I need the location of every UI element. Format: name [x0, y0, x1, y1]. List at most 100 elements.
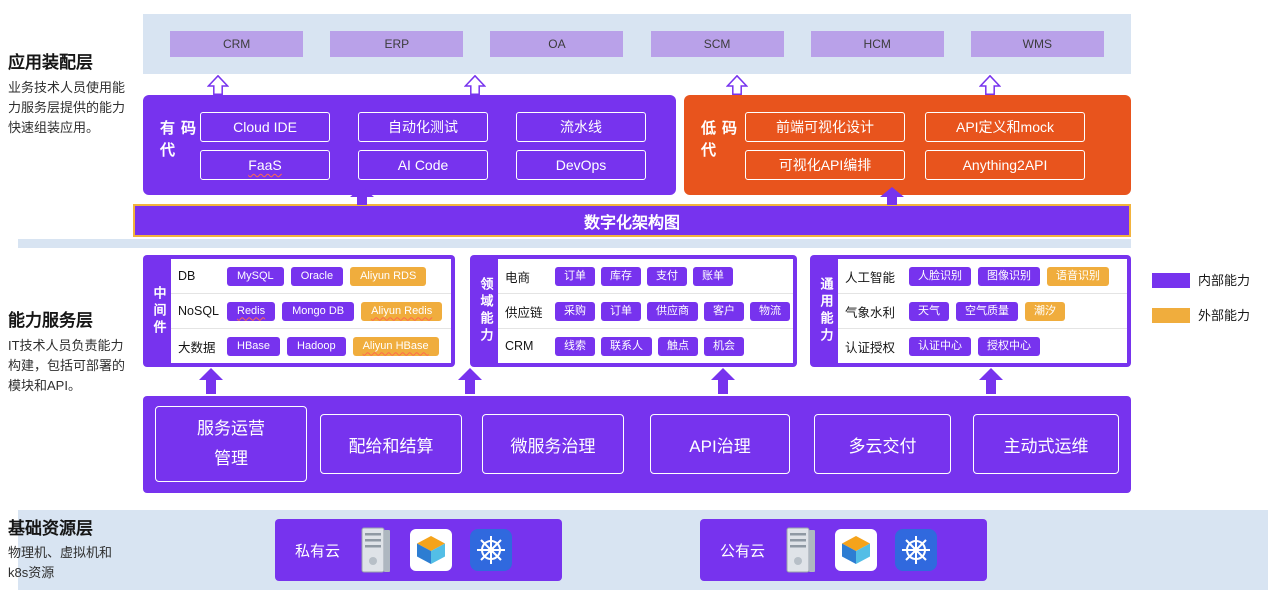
domain-row-supplychain: 供应链 采购 订单 供应商 客户 物流 — [498, 294, 793, 329]
pro-code-item: 自动化测试 — [358, 112, 488, 142]
capability-tag: 天气 — [909, 301, 949, 321]
capability-tag: 联系人 — [601, 336, 652, 356]
capability-tag: 线索 — [555, 336, 595, 356]
general-row-auth: 认证授权 认证中心 授权中心 — [838, 329, 1127, 363]
capability-tag: 物流 — [750, 301, 790, 321]
capability-tag: 采购 — [555, 301, 595, 321]
public-cloud-box: 公有云 — [700, 519, 987, 581]
row-name: 大数据 — [178, 340, 216, 355]
middleware-row-nosql: NoSQL Redis Mongo DB Aliyun Redis — [171, 294, 451, 329]
legend-external-swatch — [1152, 308, 1190, 323]
service-band: 服务运营管理 配给和结算 微服务治理 API治理 多云交付 主动式运维 — [143, 396, 1131, 493]
capability-tag: 空气质量 — [956, 301, 1018, 321]
capability-tag: MySQL — [227, 266, 284, 286]
capability-layer-title: 能力服务层 — [8, 311, 93, 330]
capability-tag: 订单 — [601, 301, 641, 321]
capability-tag: 潮汐 — [1025, 301, 1065, 321]
app-box-crm: CRM — [170, 31, 304, 57]
app-box-scm: SCM — [650, 31, 784, 57]
service-box: 服务运营管理 — [155, 406, 307, 482]
row-name: 气象水利 — [845, 305, 896, 320]
row-name: DB — [178, 269, 196, 283]
up-arrow-icon — [979, 368, 1003, 394]
app-layer-desc: 业务技术人员使用能力服务层提供的能力快速组装应用。 — [8, 80, 126, 136]
row-name: 电商 — [505, 270, 531, 285]
row-name: 认证授权 — [845, 340, 896, 355]
domain-row-crm: CRM 线索 联系人 触点 机会 — [498, 329, 793, 363]
capability-tag: 图像识别 — [978, 266, 1040, 286]
up-arrow-icon — [464, 75, 486, 95]
low-code-box: 低代码 前端可视化设计 API定义和mock 可视化API编排 Anything… — [684, 95, 1131, 195]
row-name: 供应链 — [505, 305, 543, 320]
app-box-hcm: HCM — [810, 31, 944, 57]
capability-tag: Hadoop — [287, 336, 346, 356]
app-layer-title: 应用装配层 — [8, 53, 93, 72]
capability-tag: 语音识别 — [1047, 266, 1109, 286]
resource-layer-desc: 物理机、虚拟机和k8s资源 — [8, 545, 113, 581]
service-box: 配给和结算 — [320, 414, 462, 474]
middleware-row-bigdata: 大数据 HBase Hadoop Aliyun HBase — [171, 329, 451, 363]
architecture-banner: 数字化架构图 — [133, 204, 1131, 237]
capability-tag: Aliyun HBase — [352, 336, 439, 356]
server-icon — [361, 527, 391, 573]
pro-code-item: 流水线 — [516, 112, 646, 142]
up-arrow-icon — [979, 75, 1001, 95]
up-arrow-icon — [880, 187, 904, 205]
capability-tag: 订单 — [555, 266, 595, 286]
legend-external-label: 外部能力 — [1198, 308, 1251, 323]
private-cloud-label: 私有云 — [295, 542, 341, 560]
general-row-ai: 人工智能 人脸识别 图像识别 语音识别 — [838, 259, 1127, 294]
vmware-icon — [835, 529, 878, 571]
capability-tag: Aliyun RDS — [350, 266, 427, 286]
capability-tag: 客户 — [704, 301, 744, 321]
service-box: 多云交付 — [814, 414, 951, 474]
app-box-erp: ERP — [330, 31, 464, 57]
capability-tag: HBase — [227, 336, 281, 356]
capability-tag: Aliyun Redis — [361, 301, 443, 321]
private-cloud-box: 私有云 — [275, 519, 562, 581]
row-name: CRM — [505, 339, 534, 353]
kubernetes-icon — [470, 529, 513, 571]
pro-code-box: 有代码 Cloud IDE 自动化测试 流水线 FaaS AI Code Dev… — [143, 95, 676, 195]
app-box-wms: WMS — [970, 31, 1104, 57]
general-capability-box: 通用能力 人工智能 人脸识别 图像识别 语音识别 气象水利 天气 空气质量 潮汐… — [810, 255, 1131, 367]
general-row-weather: 气象水利 天气 空气质量 潮汐 — [838, 294, 1127, 329]
capability-tag: Oracle — [290, 266, 344, 286]
resource-layer-title: 基础资源层 — [8, 519, 93, 538]
service-box: 微服务治理 — [482, 414, 624, 474]
low-code-label: 低代码 — [699, 120, 737, 164]
up-arrow-icon — [711, 368, 735, 394]
service-label: 服务运营管理 — [197, 419, 265, 468]
server-icon — [786, 527, 816, 573]
up-arrow-icon — [207, 75, 229, 95]
capability-tag: Redis — [227, 301, 276, 321]
pro-code-item: AI Code — [358, 150, 488, 180]
pro-code-item: DevOps — [516, 150, 646, 180]
legend-internal-label: 内部能力 — [1198, 273, 1251, 288]
capability-tag: Mongo DB — [282, 301, 355, 321]
up-arrow-icon — [458, 368, 482, 394]
capability-tag: 人脸识别 — [909, 266, 971, 286]
layer-separator — [18, 239, 1131, 248]
capability-layer-desc: IT技术人员负责能力构建，包括可部署的模块和API。 — [8, 338, 126, 394]
legend-internal-swatch — [1152, 273, 1190, 288]
capability-tag: 授权中心 — [978, 336, 1040, 356]
capability-tag: 支付 — [647, 266, 687, 286]
capability-tag: 认证中心 — [909, 336, 971, 356]
vmware-icon — [410, 529, 453, 571]
up-arrow-icon — [350, 187, 374, 205]
low-code-item: API定义和mock — [925, 112, 1085, 142]
kubernetes-icon — [895, 529, 938, 571]
pro-code-item: FaaS — [200, 150, 330, 180]
row-name: NoSQL — [178, 304, 219, 318]
resource-band — [18, 510, 1268, 590]
pro-code-item: Cloud IDE — [200, 112, 330, 142]
general-capability-label: 通用能力 — [818, 277, 834, 345]
app-box-oa: OA — [490, 31, 624, 57]
middleware-row-db: DB MySQL Oracle Aliyun RDS — [171, 259, 451, 294]
application-strip: CRM ERP OA SCM HCM WMS — [143, 14, 1131, 74]
row-name: 人工智能 — [845, 270, 896, 285]
public-cloud-label: 公有云 — [720, 542, 766, 560]
up-arrow-icon — [199, 368, 223, 394]
